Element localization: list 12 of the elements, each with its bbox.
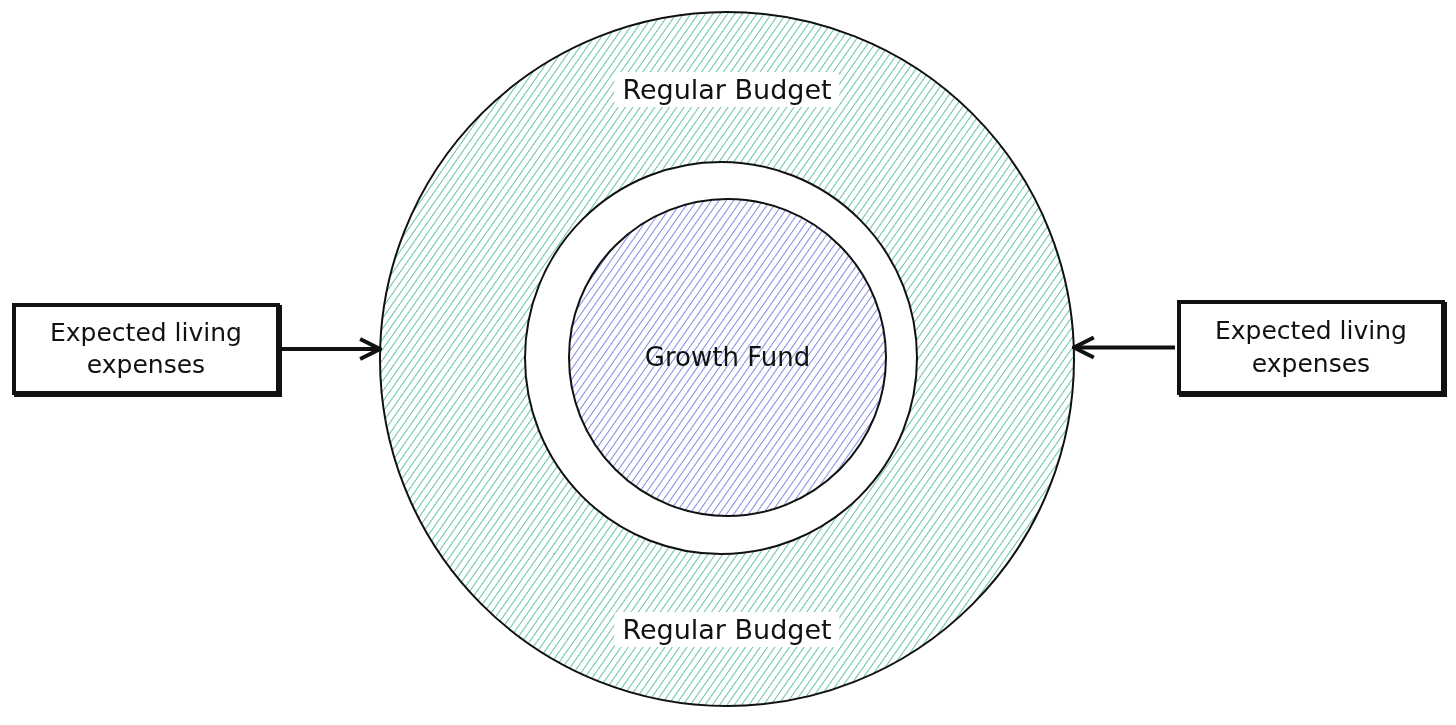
budget-ring xyxy=(378,10,1076,708)
ring-label: Regular Budget xyxy=(614,72,840,108)
ring-label: Regular Budget xyxy=(614,612,840,648)
box-label: Expected living expenses xyxy=(49,316,243,381)
ring-circle xyxy=(523,160,919,556)
circle-label: Growth Fund xyxy=(643,340,812,374)
expense-box xyxy=(12,303,280,395)
arrow xyxy=(1071,335,1175,360)
box-label: Expected living expenses xyxy=(1214,315,1408,380)
fund-circle xyxy=(567,197,888,518)
arrow xyxy=(282,337,383,361)
expense-box xyxy=(1177,300,1445,395)
